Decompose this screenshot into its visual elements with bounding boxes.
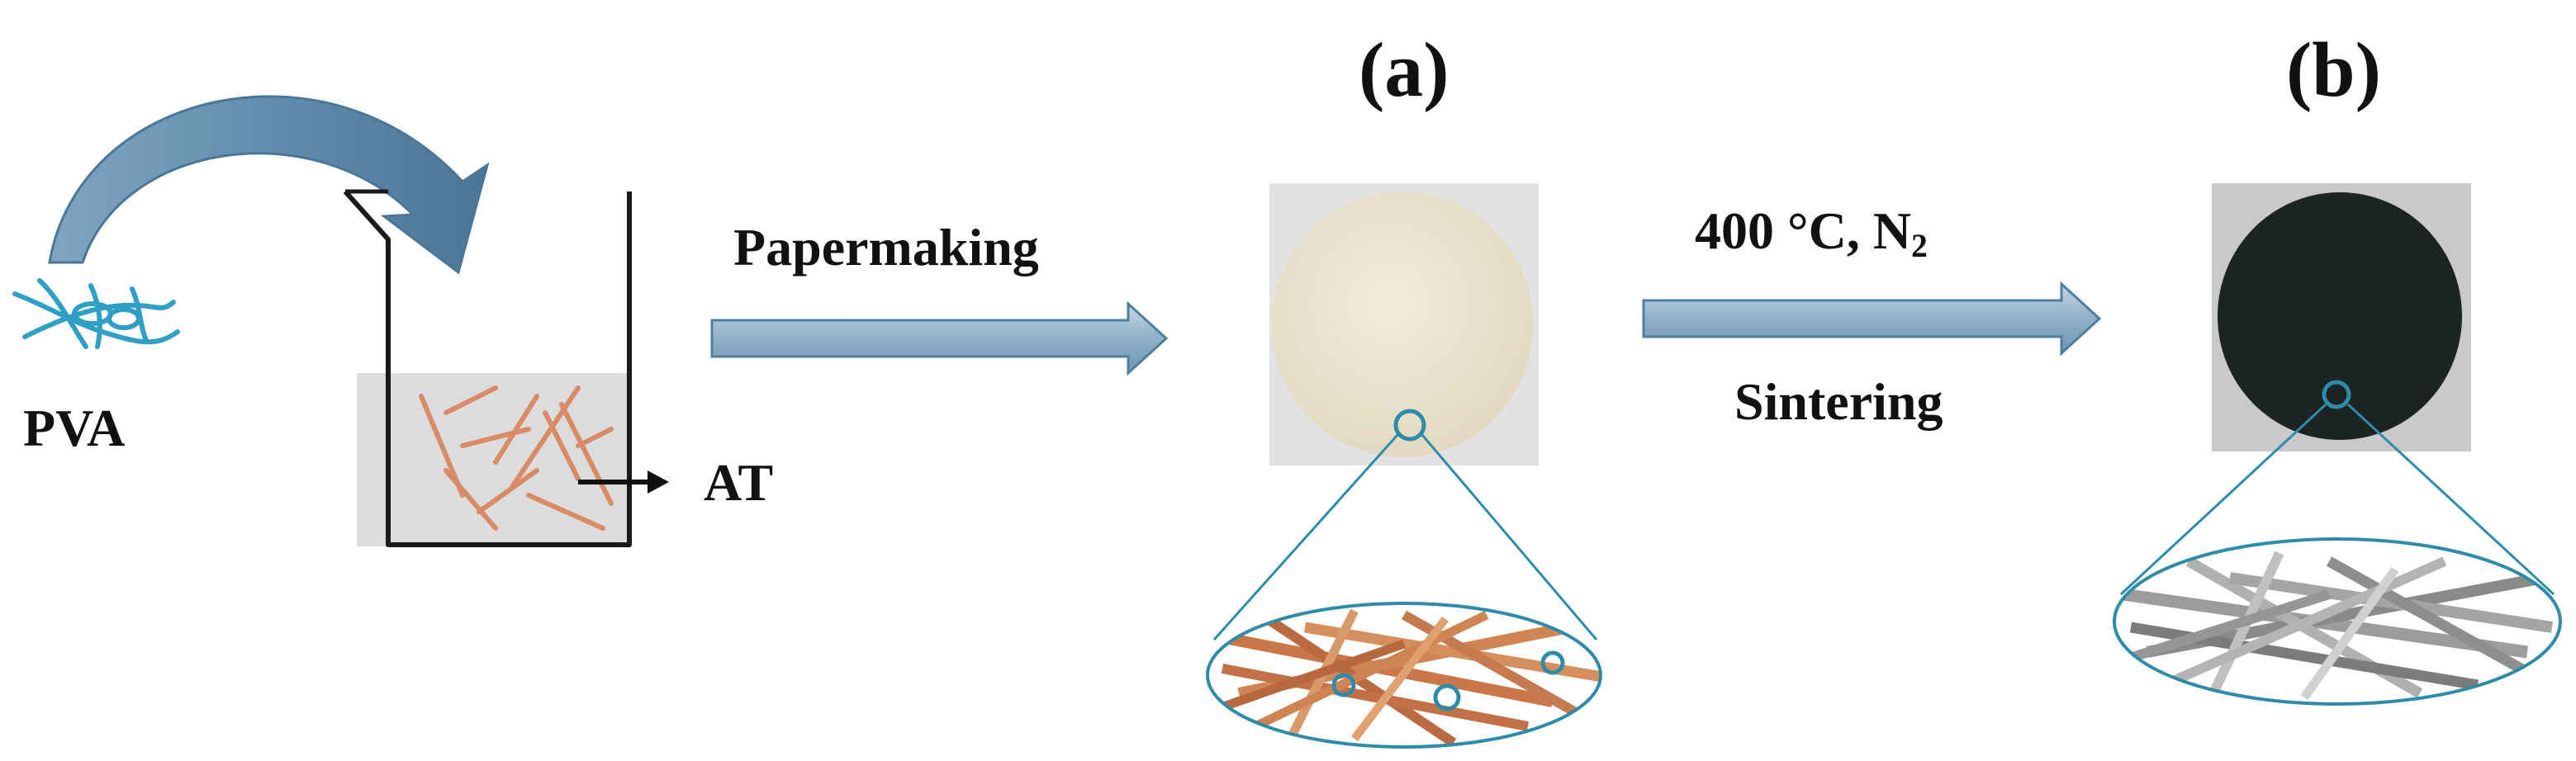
sintering-arrow-icon: [1642, 281, 2102, 357]
paper-sample-image: [1269, 183, 1539, 466]
at-label: AT: [704, 453, 774, 512]
pva-label: PVA: [23, 399, 126, 457]
carbon-sample-image: [2212, 183, 2471, 451]
at-fiber-icon: [419, 385, 614, 531]
sintering-condition-label: 400 °C, N2: [1695, 205, 1928, 263]
condition-main-text: 400 °C, N: [1695, 201, 1912, 260]
pva-fiber-icon: [12, 278, 180, 349]
beaker-icon: [343, 189, 632, 547]
condition-subscript: 2: [1911, 227, 1928, 264]
zoom-fibers-b: [2114, 539, 2560, 704]
zoom-ellipse-b: [2113, 537, 2562, 706]
zoom-fibers-a: [1207, 603, 1601, 747]
papermaking-arrow-icon: [710, 300, 1169, 376]
zoom-ellipse-a: [1206, 602, 1602, 749]
at-pointer-arrow: [578, 470, 669, 494]
panel-label-a: (a): [1359, 27, 1449, 113]
curved-arrow-icon: [48, 95, 490, 275]
sintering-label: Sintering: [1734, 372, 1943, 431]
papermaking-label: Papermaking: [733, 218, 1039, 277]
magnifier-a-icon: [1212, 409, 1598, 641]
panel-label-b: (b): [2286, 27, 2381, 113]
magnifier-b-icon: [2119, 380, 2555, 596]
